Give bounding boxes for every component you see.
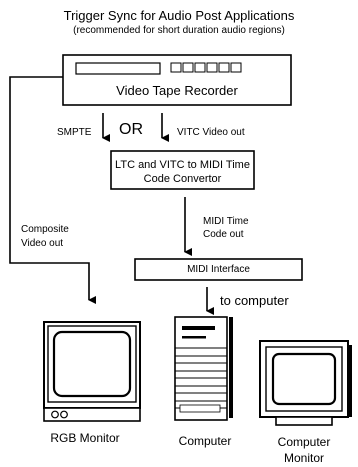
composite-video-line (9, 76, 96, 304)
midi-timecode-line2: Code out (203, 229, 244, 240)
computer-monitor-line1: Computer (277, 435, 331, 449)
diagram-title: Trigger Sync for Audio Post Applications (63, 8, 295, 23)
computer-monitor (259, 340, 352, 426)
computer-monitor-label: Computer Monitor (264, 434, 344, 466)
composite-video-label: Composite Video out (21, 223, 69, 251)
midi-interface-box (134, 258, 303, 281)
to-computer-label: to computer (220, 293, 289, 308)
timecode-converter-box (110, 150, 255, 190)
rgb-monitor-label: RGB Monitor (50, 431, 120, 445)
computer-monitor-line2: Monitor (283, 451, 324, 465)
midi-timecode-line1: MIDI Time (203, 216, 249, 227)
converter-label: LTC and VITC to MIDI Time Code Convertor (111, 158, 254, 186)
diagram-subtitle: (recommended for short duration audio re… (73, 25, 285, 36)
midi-timecode-label: MIDI Time Code out (203, 215, 249, 241)
or-label: OR (119, 121, 143, 138)
converter-label-line1: LTC and VITC to MIDI Time (115, 159, 250, 171)
video-tape-recorder (62, 54, 292, 106)
smpte-label: SMPTE (57, 127, 92, 138)
midi-interface-label: MIDI Interface (187, 264, 250, 275)
computer-tower (174, 316, 233, 421)
converter-label-line2: Code Convertor (143, 173, 222, 185)
vitc-label: VITC Video out (177, 127, 245, 138)
composite-line1: Composite (21, 224, 69, 235)
rgb-monitor (43, 321, 141, 422)
computer-label: Computer (178, 434, 232, 448)
composite-line2: Video out (21, 238, 64, 249)
vtr-label: Video Tape Recorder (116, 83, 238, 98)
